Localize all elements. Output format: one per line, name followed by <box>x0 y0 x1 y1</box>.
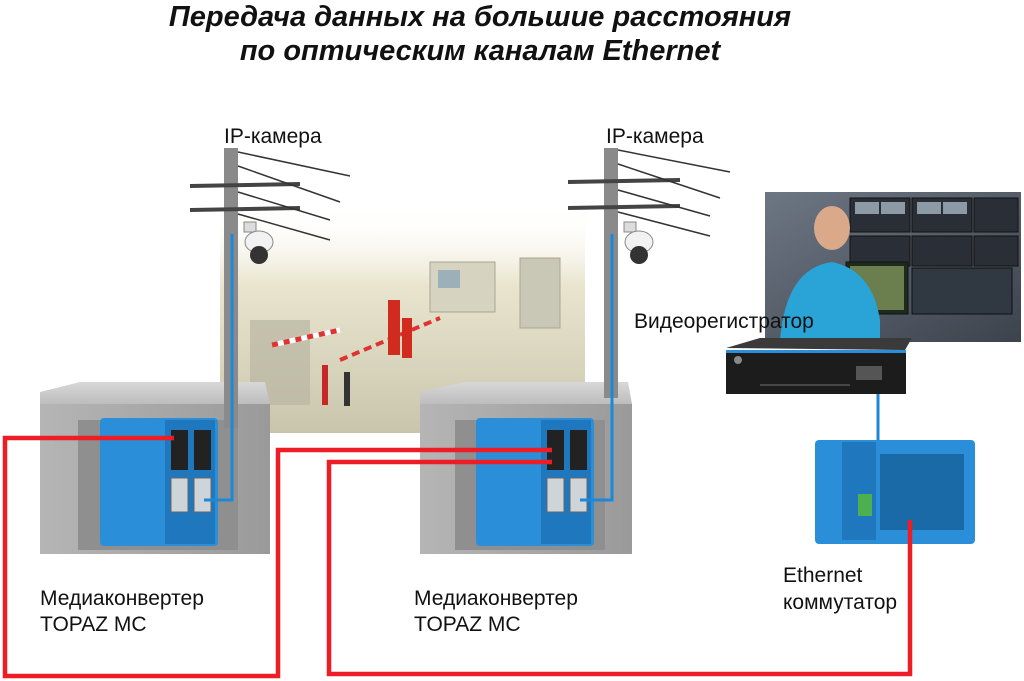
fiber-right-run <box>326 459 913 677</box>
media-converter-icon <box>100 418 218 546</box>
converter-left-label-line1: Медиаконвертер <box>40 587 204 610</box>
camera-right-link <box>580 234 614 502</box>
converter-right-label-line1: Медиаконвертер <box>414 587 578 610</box>
utility-pole-right <box>567 148 731 398</box>
diagram-title-line2: по оптическим каналам Ethernet <box>239 35 721 67</box>
media-converter-icon <box>476 418 594 546</box>
camera-right-label: IP-камера <box>606 125 704 148</box>
optical-fiber-lines <box>2 435 913 679</box>
operator-room-photo <box>765 192 1021 342</box>
fiber-left-run <box>2 435 552 679</box>
diagram-title-line1: Передача данных на большие расстояния <box>168 1 792 33</box>
switch-label-line2: коммутатор <box>783 591 898 614</box>
video-recorder-icon <box>726 338 912 394</box>
camera-left-label: IP-камера <box>224 125 322 148</box>
converter-left-label-line2: TOPAZ MC <box>40 613 147 636</box>
converter-right-label-line2: TOPAZ MC <box>414 613 521 636</box>
dome-camera-icon <box>243 221 274 264</box>
copper-ethernet-lines <box>204 234 880 502</box>
recorder-label: Видеорегистратор <box>634 310 814 333</box>
camera-left-link <box>204 234 234 502</box>
switch-label-line1: Ethernet <box>783 564 863 587</box>
ethernet-switch-icon <box>815 440 975 544</box>
dome-camera-icon <box>623 221 654 264</box>
